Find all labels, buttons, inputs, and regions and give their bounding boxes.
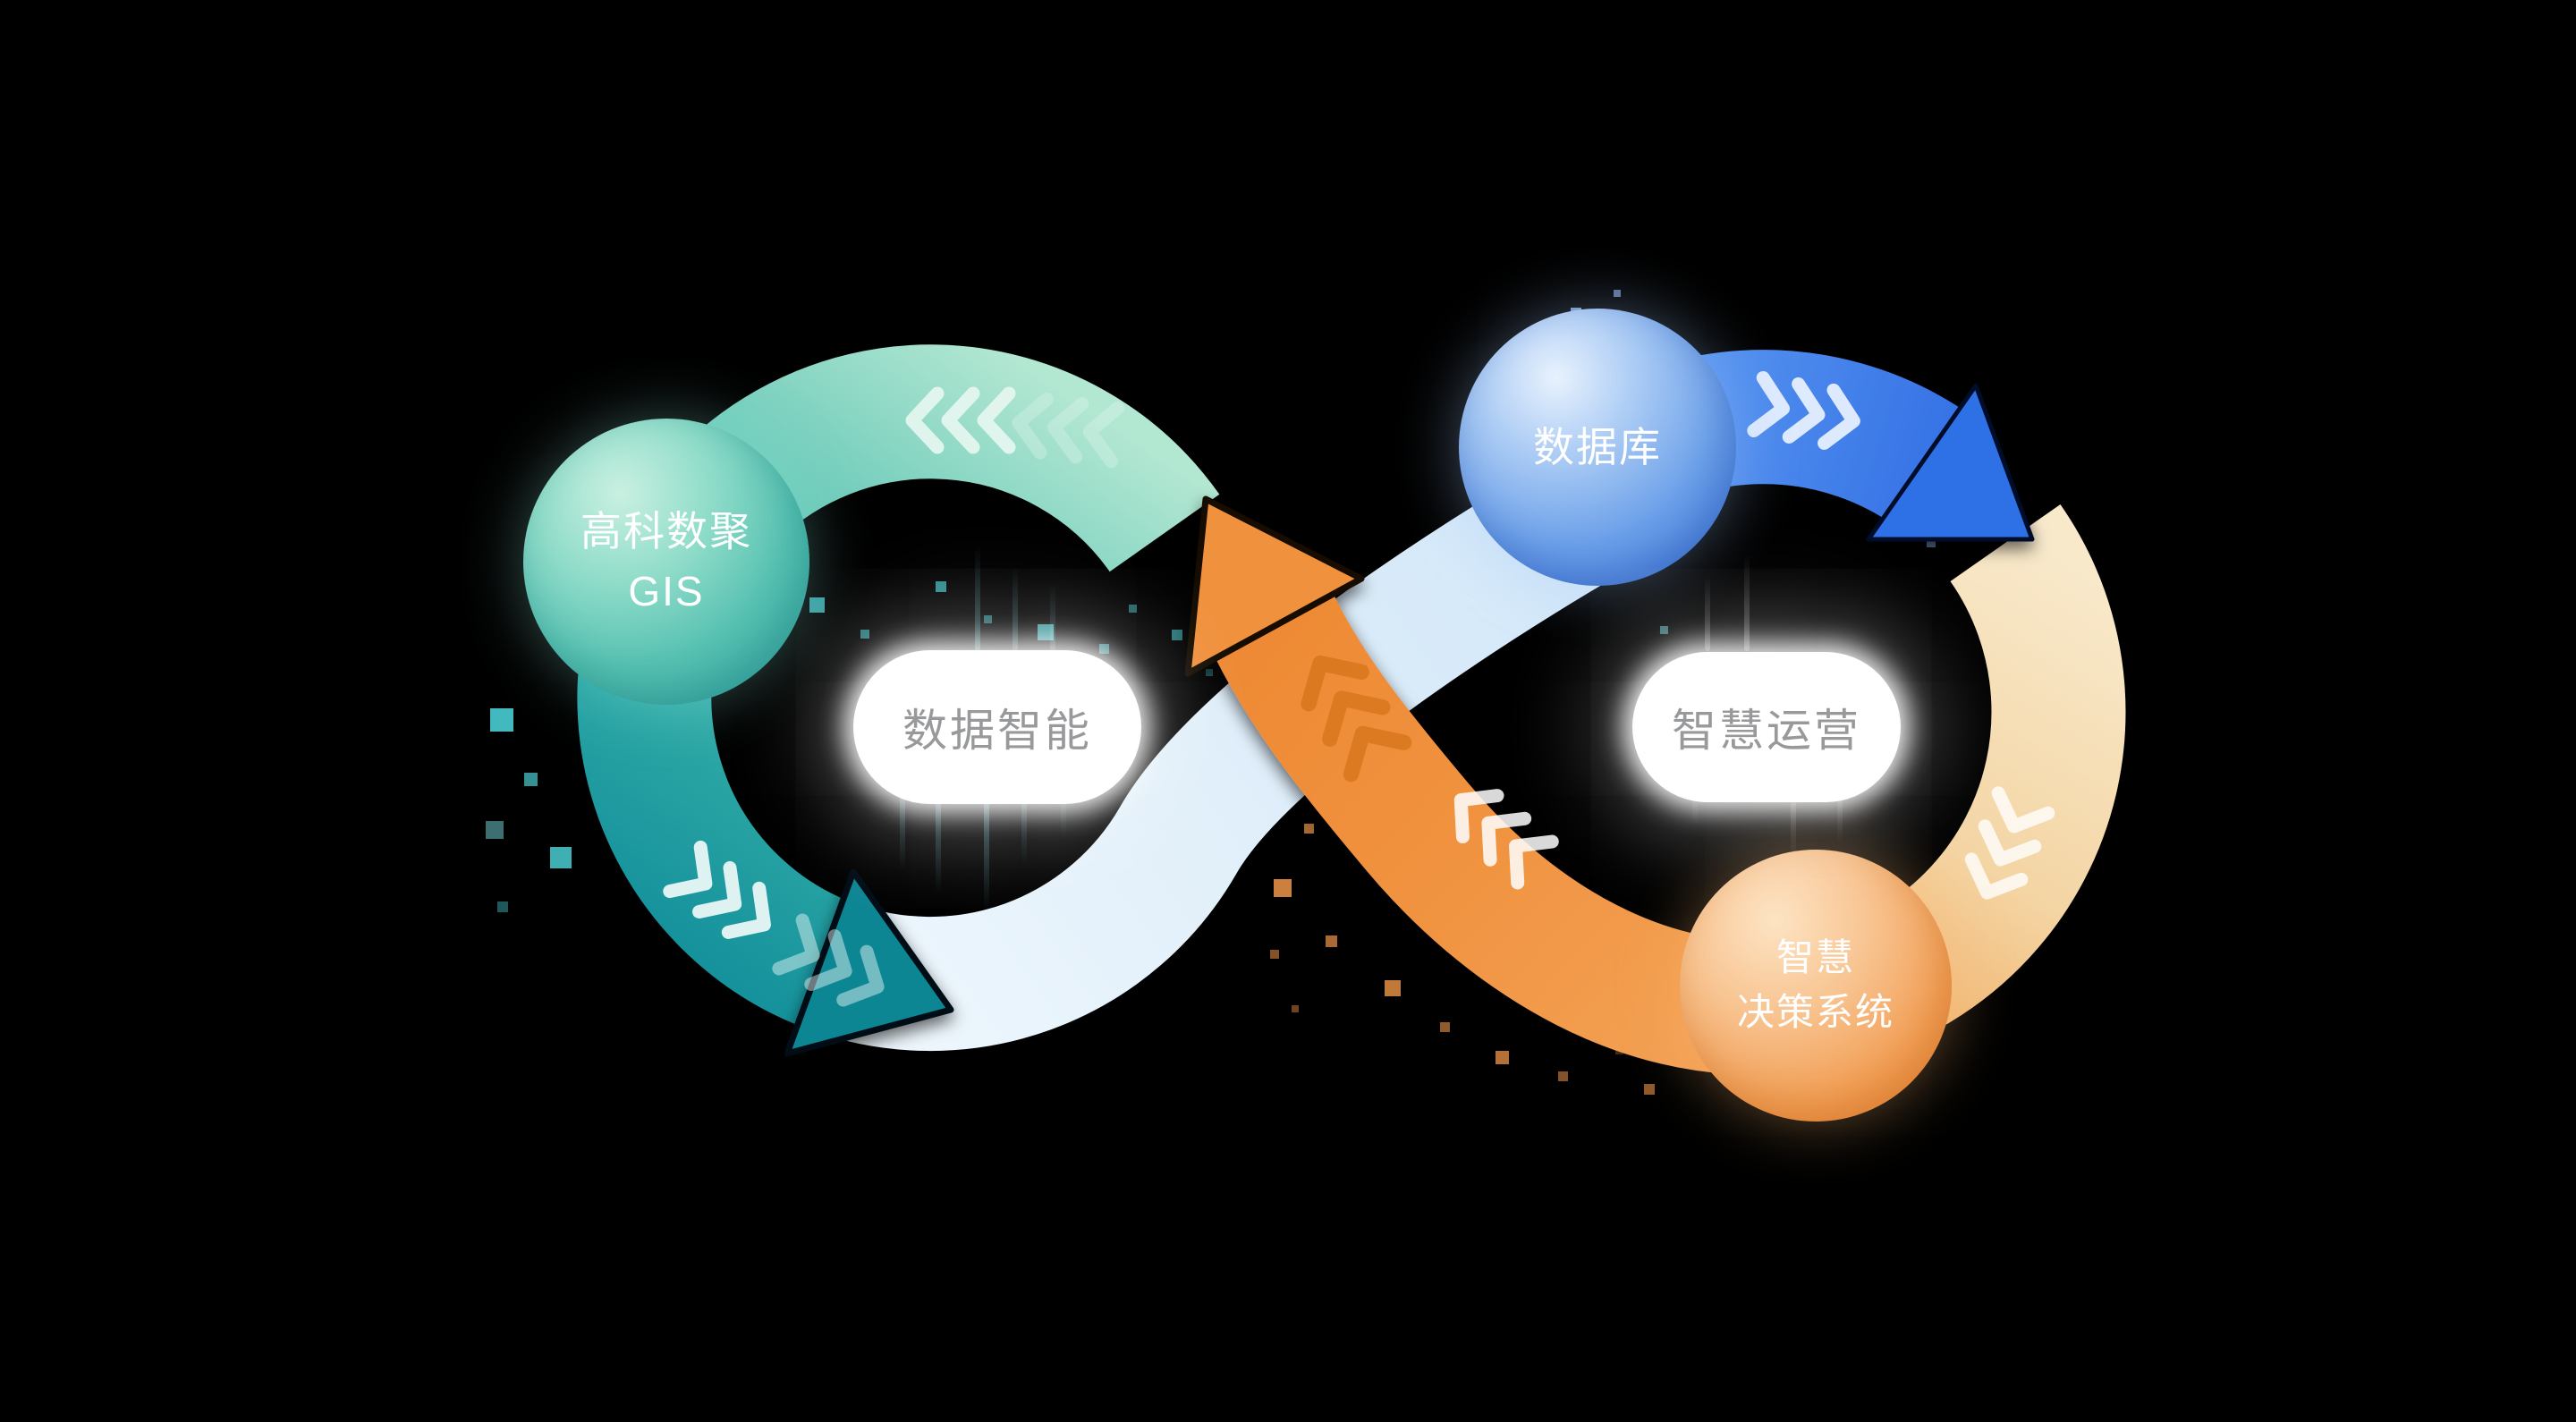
decision-system-label-line2: 决策系统: [1736, 991, 1894, 1033]
decision-system-node: 智慧 决策系统: [1680, 850, 1952, 1122]
light-streak: [1013, 565, 1018, 651]
gis-node-label-line2: GIS: [628, 568, 705, 614]
pale-band: [809, 428, 1670, 1051]
light-streak: [1021, 760, 1027, 866]
blue-arrowhead: [1866, 383, 2035, 542]
right-pill: 智慧运营: [1632, 652, 1901, 802]
left-pill-label: 数据智能: [902, 706, 1092, 756]
left-pill: 数据智能: [853, 650, 1141, 804]
light-streak: [936, 760, 941, 894]
gis-node-label-line1: 高科数聚: [580, 508, 752, 555]
decision-system-label-line1: 智慧: [1775, 936, 1855, 979]
light-streak: [1837, 760, 1843, 846]
gis-node: 高科数聚 GIS: [523, 419, 809, 705]
light-streak: [1791, 757, 1796, 862]
light-streak: [975, 544, 980, 651]
light-streak: [1050, 583, 1055, 651]
light-streak: [1705, 574, 1710, 651]
orange-arrowhead: [1184, 495, 1365, 677]
light-streak: [900, 753, 905, 871]
light-streak: [984, 766, 989, 913]
database-node: 数据库: [1459, 309, 1736, 586]
database-node-label: 数据库: [1533, 423, 1662, 470]
light-streak: [1744, 553, 1750, 651]
right-pill-label: 智慧运营: [1672, 706, 1861, 756]
